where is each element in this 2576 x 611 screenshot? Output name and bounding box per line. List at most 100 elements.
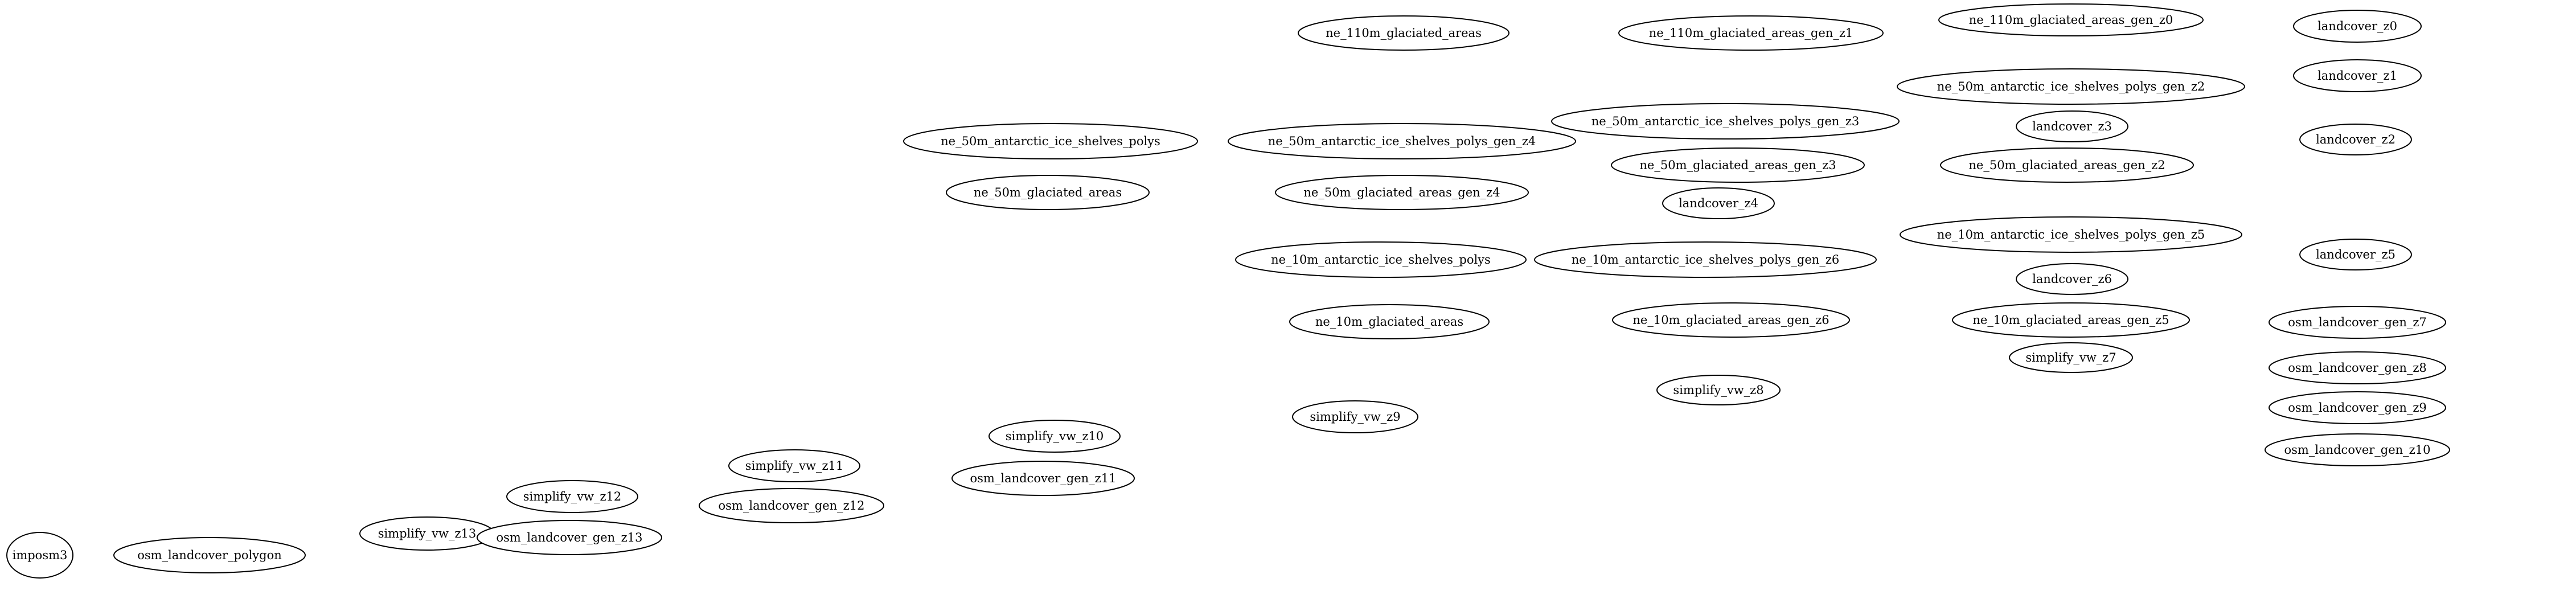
node-ellipse (2269, 351, 2446, 384)
node-label: ne_10m_antarctic_ice_shelves_polys_gen_z… (1572, 253, 1840, 266)
node-label: ne_10m_glaciated_areas_gen_z5 (1972, 313, 2169, 327)
node-ellipse (1292, 400, 1418, 433)
node-label: simplify_vw_z7 (2025, 351, 2116, 364)
node-label: ne_10m_antarctic_ice_shelves_polys_gen_z… (1937, 228, 2205, 241)
node-label: osm_landcover_polygon (137, 548, 282, 562)
node-ellipse (2269, 391, 2446, 424)
node-label: simplify_vw_z11 (745, 459, 844, 473)
node-ellipse (988, 420, 1121, 453)
node-label: landcover_z0 (2317, 19, 2397, 33)
node-ne_50m_glaciated_areas_gen_z2: ne_50m_glaciated_areas_gen_z2 (1940, 147, 2194, 183)
node-ellipse (113, 537, 306, 573)
node-label: simplify_vw_z8 (1673, 383, 1763, 397)
node-label: osm_landcover_gen_z13 (497, 531, 643, 544)
node-simplify_vw_z11: simplify_vw_z11 (728, 449, 860, 482)
node-ellipse (1235, 241, 1527, 278)
node-osm_landcover_gen_z12: osm_landcover_gen_z12 (699, 488, 884, 523)
node-ne_10m_glaciated_areas_gen_z6: ne_10m_glaciated_areas_gen_z6 (1612, 302, 1850, 338)
node-ne_50m_glaciated_areas_gen_z4: ne_50m_glaciated_areas_gen_z4 (1275, 175, 1529, 210)
node-landcover_z6: landcover_z6 (2016, 263, 2128, 295)
node-ellipse (2016, 110, 2128, 142)
node-label: osm_landcover_gen_z9 (2288, 401, 2427, 415)
node-ne_50m_antarctic_ice_shelves_polys_gen_z2: ne_50m_antarctic_ice_shelves_polys_gen_z… (1897, 68, 2245, 105)
node-ellipse (728, 449, 860, 482)
node-label: ne_50m_glaciated_areas_gen_z2 (1968, 158, 2165, 172)
node-ne_50m_glaciated_areas: ne_50m_glaciated_areas (946, 175, 1150, 210)
node-osm_landcover_gen_z9: osm_landcover_gen_z9 (2269, 391, 2446, 424)
node-osm_landcover_gen_z11: osm_landcover_gen_z11 (951, 461, 1135, 496)
node-ne_10m_glaciated_areas_gen_z5: ne_10m_glaciated_areas_gen_z5 (1952, 302, 2190, 338)
node-label: landcover_z5 (2316, 248, 2395, 261)
node-ellipse (2265, 433, 2450, 466)
node-label: landcover_z6 (2032, 272, 2112, 286)
node-ne_10m_antarctic_ice_shelves_polys: ne_10m_antarctic_ice_shelves_polys (1235, 241, 1527, 278)
node-landcover_z4: landcover_z4 (1662, 187, 1775, 219)
node-ellipse (2016, 263, 2128, 295)
node-label: ne_50m_antarctic_ice_shelves_polys (941, 134, 1160, 148)
node-label: simplify_vw_z9 (1310, 410, 1400, 424)
node-label: osm_landcover_gen_z12 (719, 499, 865, 512)
node-osm_landcover_polygon: osm_landcover_polygon (113, 537, 306, 573)
node-ne_50m_glaciated_areas_gen_z3: ne_50m_glaciated_areas_gen_z3 (1611, 147, 1865, 183)
node-ne_10m_glaciated_areas: ne_10m_glaciated_areas (1289, 304, 1490, 339)
node-ellipse (1289, 304, 1490, 339)
node-label: imposm3 (13, 548, 68, 562)
node-ellipse (2293, 10, 2422, 43)
node-ellipse (2293, 59, 2422, 92)
node-label: simplify_vw_z10 (1006, 429, 1104, 443)
node-ne_50m_antarctic_ice_shelves_polys_gen_z3: ne_50m_antarctic_ice_shelves_polys_gen_z… (1551, 103, 1900, 140)
node-landcover_z2: landcover_z2 (2299, 124, 2412, 155)
node-ellipse (903, 123, 1198, 159)
node-label: ne_110m_glaciated_areas_gen_z0 (1969, 13, 2173, 27)
node-ellipse (1534, 241, 1877, 278)
node-osm_landcover_gen_z13: osm_landcover_gen_z13 (477, 520, 662, 555)
node-ellipse (1900, 216, 2242, 253)
node-label: ne_10m_glaciated_areas_gen_z6 (1632, 313, 1829, 327)
node-label: ne_50m_glaciated_areas (974, 186, 1122, 199)
node-ne_10m_antarctic_ice_shelves_polys_gen_z5: ne_10m_antarctic_ice_shelves_polys_gen_z… (1900, 216, 2242, 253)
node-label: landcover_z1 (2317, 69, 2397, 83)
node-label: osm_landcover_gen_z11 (970, 471, 1117, 485)
node-ellipse (699, 488, 884, 523)
node-ne_50m_antarctic_ice_shelves_polys: ne_50m_antarctic_ice_shelves_polys (903, 123, 1198, 159)
node-label: simplify_vw_z12 (523, 490, 622, 503)
node-label: ne_50m_glaciated_areas_gen_z3 (1639, 158, 1836, 172)
node-ellipse (951, 461, 1135, 496)
node-ellipse (1952, 302, 2190, 338)
node-simplify_vw_z7: simplify_vw_z7 (2009, 342, 2133, 373)
node-label: ne_110m_glaciated_areas_gen_z1 (1649, 26, 1853, 40)
node-osm_landcover_gen_z7: osm_landcover_gen_z7 (2269, 306, 2446, 339)
node-label: ne_50m_glaciated_areas_gen_z4 (1303, 186, 1500, 199)
node-label: ne_50m_antarctic_ice_shelves_polys_gen_z… (1937, 80, 2205, 93)
node-label: osm_landcover_gen_z7 (2288, 315, 2427, 329)
node-landcover_z1: landcover_z1 (2293, 59, 2422, 92)
node-label: ne_10m_antarctic_ice_shelves_polys (1271, 253, 1491, 266)
node-ellipse (1275, 175, 1529, 210)
node-ne_50m_antarctic_ice_shelves_polys_gen_z4: ne_50m_antarctic_ice_shelves_polys_gen_z… (1228, 123, 1576, 159)
node-ellipse (2269, 306, 2446, 339)
node-ellipse (2009, 342, 2133, 373)
node-label: ne_10m_glaciated_areas (1315, 315, 1463, 329)
node-ellipse (946, 175, 1150, 210)
node-landcover_z3: landcover_z3 (2016, 110, 2128, 142)
node-ellipse (506, 480, 638, 513)
node-simplify_vw_z12: simplify_vw_z12 (506, 480, 638, 513)
node-label: landcover_z4 (1679, 196, 1758, 210)
node-label: landcover_z2 (2316, 133, 2395, 146)
node-label: osm_landcover_gen_z8 (2288, 361, 2427, 375)
node-ellipse (1656, 375, 1781, 405)
node-ellipse (1940, 147, 2194, 183)
node-ellipse (1611, 147, 1865, 183)
node-simplify_vw_z13: simplify_vw_z13 (359, 516, 495, 551)
node-ellipse (1938, 3, 2204, 36)
node-ellipse (2299, 239, 2412, 270)
node-osm_landcover_gen_z10: osm_landcover_gen_z10 (2265, 433, 2450, 466)
node-label: ne_110m_glaciated_areas (1326, 26, 1482, 40)
node-osm_landcover_gen_z8: osm_landcover_gen_z8 (2269, 351, 2446, 384)
node-ellipse (1228, 123, 1576, 159)
node-landcover_z0: landcover_z0 (2293, 10, 2422, 43)
node-landcover_z5: landcover_z5 (2299, 239, 2412, 270)
node-ellipse (477, 520, 662, 555)
